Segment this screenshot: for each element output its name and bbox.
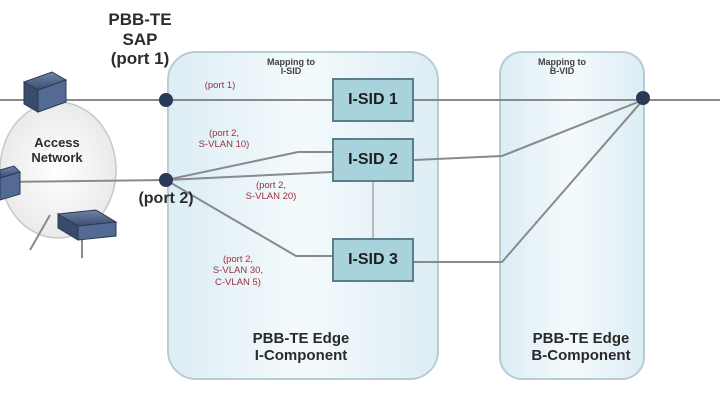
i-component-label: PBB-TE Edge I-Component [252, 330, 350, 365]
port2-node [159, 173, 173, 187]
isid-1-box: I-SID 1 [332, 78, 414, 122]
connection-lines [0, 99, 720, 263]
b-component-box [499, 51, 645, 380]
link-svlan30 [165, 179, 332, 257]
link-port2-in [0, 179, 167, 183]
network-device-bottom [56, 209, 118, 241]
port2-label: (port 2) [138, 190, 194, 207]
sap-title: PBB-TE SAP (port 1) [108, 10, 172, 69]
isid-3-box: I-SID 3 [332, 238, 414, 282]
link-isid3-bvid [414, 99, 644, 263]
port1-node [159, 93, 173, 107]
isid-2-box: I-SID 2 [332, 138, 414, 182]
link-svlan10 [165, 151, 332, 181]
bvid-node [636, 91, 650, 105]
port-label-4: (port 2, S-VLAN 30, C-VLAN 5) [212, 254, 264, 288]
mapping-isid-label: Mapping to I-SID [267, 57, 315, 77]
link-isid2-bvid [413, 99, 644, 161]
link-device-cloud [29, 214, 51, 251]
mapping-bvid-label: Mapping to B-VID [538, 57, 586, 77]
port-label-2: (port 2, S-VLAN 10) [198, 128, 250, 151]
link-svlan20 [165, 171, 333, 181]
i-component-box [167, 51, 439, 380]
b-component-label: PBB-TE Edge B-Component [531, 330, 631, 365]
access-network-label: Access Network [31, 135, 83, 165]
network-device-top [22, 71, 68, 113]
port-label-3: (port 2, S-VLAN 20) [245, 180, 297, 203]
network-device-left [0, 165, 21, 201]
port-label-1: (port 1) [204, 80, 236, 91]
